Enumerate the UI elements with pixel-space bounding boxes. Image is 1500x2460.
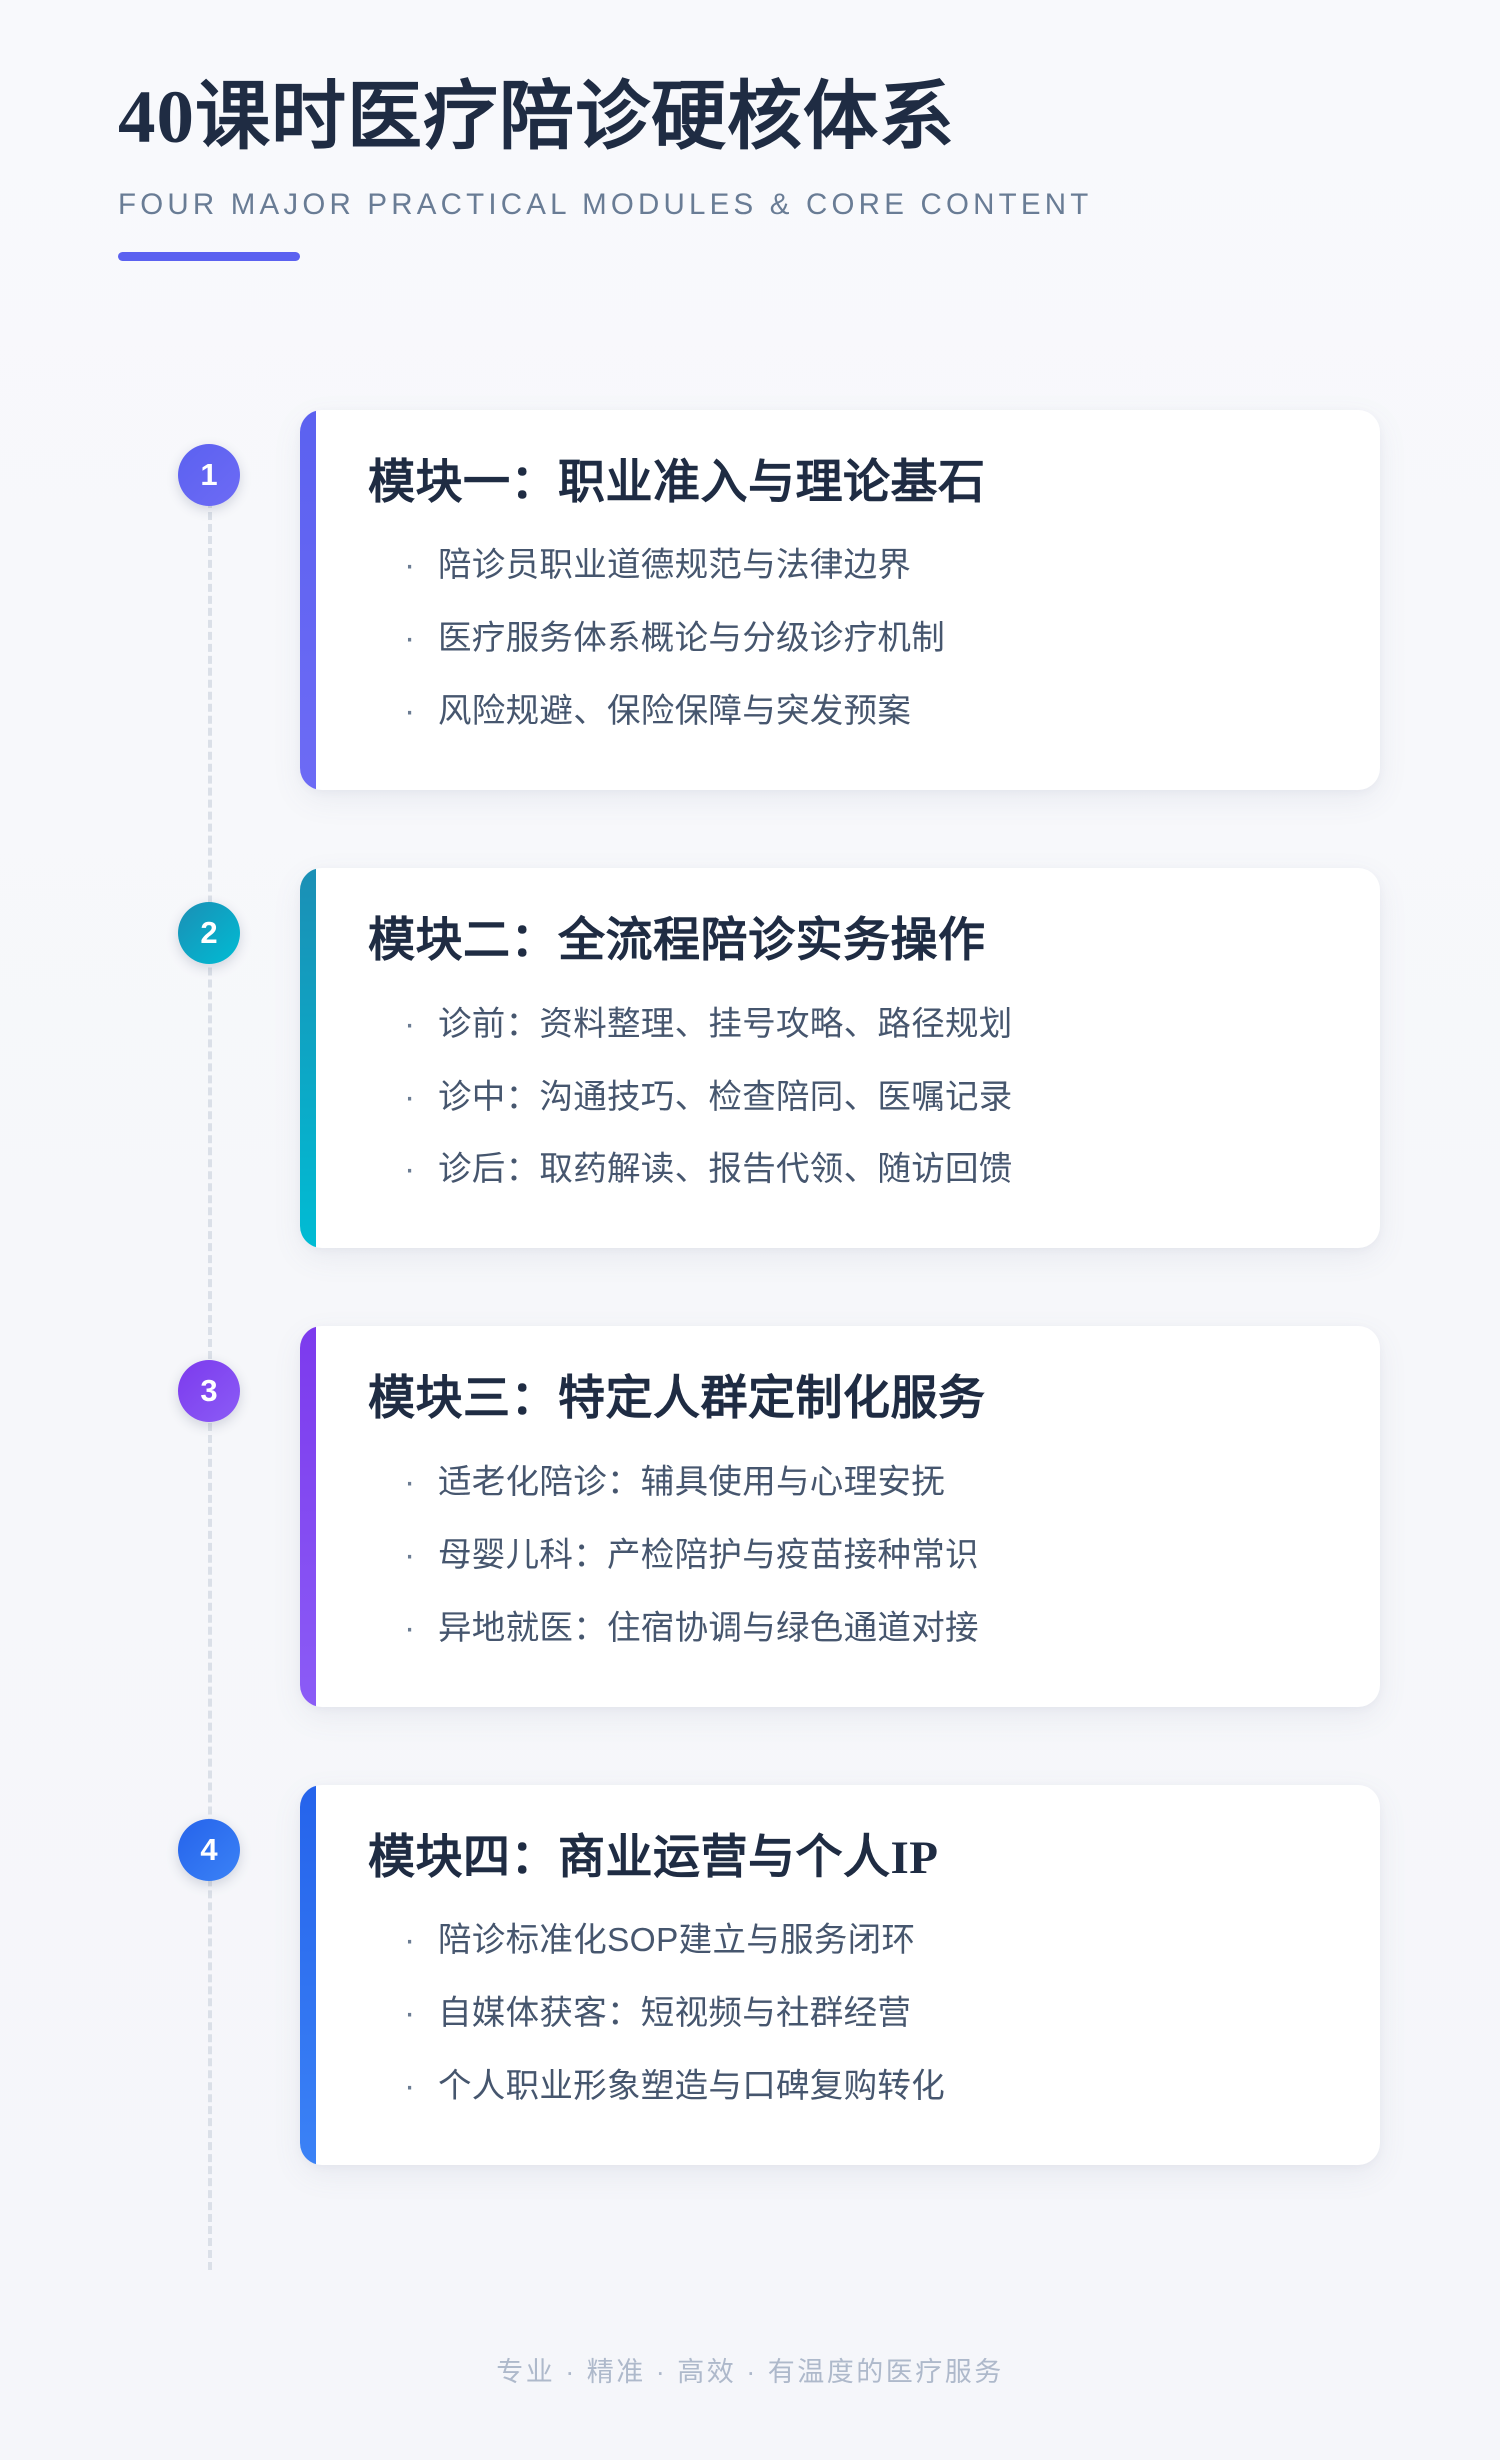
module-3: 3 模块三：特定人群定制化服务 · 适老化陪诊：辅具使用与心理安抚 · 母婴儿科：产检陪护… [0,1326,1500,1707]
module-topic-label: 诊后：取药解读、报告代领、随访回馈 [438,1151,1013,1189]
page-subtitle: FOUR MAJOR PRACTICAL MODULES & CORE CONT… [118,187,1093,221]
module-topic-item: · 诊后：取药解读、报告代领、随访回馈 [404,1145,1320,1196]
card-accent-bar [300,868,316,1249]
module-topic-label: 诊中：沟通技巧、检查陪同、医嘱记录 [438,1078,1013,1116]
module-topic-item: · 诊中：沟通技巧、检查陪同、医嘱记录 [404,1073,1320,1124]
module-number-label: 2 [200,915,218,951]
bullet-icon: · [404,1463,416,1501]
module-topic-item: · 诊前：资料整理、挂号攻略、路径规划 [404,1000,1320,1051]
bullet-icon: · [404,2067,416,2105]
module-card-title: 模块三：特定人群定制化服务 [368,1373,986,1426]
module-list: 1 模块一：职业准入与理论基石 · 陪诊员职业道德规范与法律边界 · 医疗服务体系概论与分… [0,410,1500,2243]
module-number-badge: 2 [178,902,240,965]
bullet-icon: · [404,1005,416,1043]
bullet-icon: · [404,1994,416,2032]
bullet-icon: · [404,620,416,658]
module-topic-label: 医疗服务体系概论与分级诊疗机制 [438,620,945,658]
module-topic-item: · 异地就医：住宿协调与绿色通道对接 [404,1604,1320,1655]
module-topic-item: · 医疗服务体系概论与分级诊疗机制 [404,614,1320,665]
module-1: 1 模块一：职业准入与理论基石 · 陪诊员职业道德规范与法律边界 · 医疗服务体系概论与分… [0,410,1500,791]
bullet-icon: · [404,547,416,585]
module-card-title: 模块四：商业运营与个人IP [368,1831,939,1884]
module-4: 4 模块四：商业运营与个人IP · 陪诊标准化SOP建立与服务闭环 · 自媒体获客：短视频… [0,1784,1500,2165]
module-topic-label: 适老化陪诊：辅具使用与心理安抚 [438,1463,945,1501]
module-topic-list: · 陪诊标准化SOP建立与服务闭环 · 自媒体获客：短视频与社群经营 · 个人职业形象塑造… [368,1916,1320,2113]
module-card[interactable]: 模块三：特定人群定制化服务 · 适老化陪诊：辅具使用与心理安抚 · 母婴儿科：产检陪护与… [300,1326,1380,1707]
module-card-title: 模块二：全流程陪诊实务操作 [368,915,986,968]
module-topic-label: 异地就医：住宿协调与绿色通道对接 [438,1609,979,1647]
accent-bar [118,251,300,261]
bullet-icon: · [404,1921,416,1959]
module-topic-label: 诊前：资料整理、挂号攻略、路径规划 [438,1005,1013,1043]
module-topic-item: · 适老化陪诊：辅具使用与心理安抚 [404,1458,1320,1509]
page-title: 40课时医疗陪诊硬核体系 [118,76,956,159]
module-card[interactable]: 模块四：商业运营与个人IP · 陪诊标准化SOP建立与服务闭环 · 自媒体获客：短视频与… [300,1784,1380,2165]
module-number-label: 1 [200,457,218,492]
bullet-icon: · [404,1151,416,1189]
module-topic-list: · 适老化陪诊：辅具使用与心理安抚 · 母婴儿科：产检陪护与疫苗接种常识 · 异地就医：住… [368,1458,1320,1655]
module-number-label: 3 [200,1373,218,1409]
bullet-icon: · [404,693,416,731]
bullet-icon: · [404,1078,416,1116]
module-topic-item: · 风险规避、保险保障与突发预案 [404,687,1320,738]
module-topic-item: · 母婴儿科：产检陪护与疫苗接种常识 [404,1531,1320,1582]
bullet-icon: · [404,1609,416,1647]
module-topic-label: 陪诊员职业道德规范与法律边界 [438,547,912,585]
footer-tagline: 专业 · 精准 · 高效 · 有温度的医疗服务 [496,2357,1004,2387]
module-card[interactable]: 模块二：全流程陪诊实务操作 · 诊前：资料整理、挂号攻略、路径规划 · 诊中：沟通技巧、… [300,868,1380,1249]
module-number-badge: 4 [178,1818,240,1881]
module-number-badge: 1 [178,444,240,506]
module-topic-item: · 陪诊标准化SOP建立与服务闭环 [404,1916,1320,1967]
card-accent-bar [300,1784,316,2165]
module-topic-item: · 个人职业形象塑造与口碑复购转化 [404,2062,1320,2113]
module-card-title: 模块一：职业准入与理论基石 [368,457,986,509]
bullet-icon: · [404,1536,416,1574]
header: 40课时医疗陪诊硬核体系 FOUR MAJOR PRACTICAL MODULE… [118,78,1418,261]
module-topic-list: · 诊前：资料整理、挂号攻略、路径规划 · 诊中：沟通技巧、检查陪同、医嘱记录 · 诊后：… [368,1000,1320,1197]
module-topic-label: 个人职业形象塑造与口碑复购转化 [438,2067,945,2105]
module-topic-label: 陪诊标准化SOP建立与服务闭环 [438,1921,916,1959]
module-number-badge: 3 [178,1360,240,1423]
module-topic-item: · 自媒体获客：短视频与社群经营 [404,1989,1320,2040]
module-topic-label: 母婴儿科：产检陪护与疫苗接种常识 [438,1536,979,1574]
module-topic-list: · 陪诊员职业道德规范与法律边界 · 医疗服务体系概论与分级诊疗机制 · 风险规避、保险保… [368,541,1320,738]
module-2: 2 模块二：全流程陪诊实务操作 · 诊前：资料整理、挂号攻略、路径规划 · 诊中：沟通技巧… [0,868,1500,1249]
module-topic-item: · 陪诊员职业道德规范与法律边界 [404,541,1320,592]
module-topic-label: 风险规避、保险保障与突发预案 [438,693,912,731]
module-topic-label: 自媒体获客：短视频与社群经营 [438,1994,912,2032]
card-accent-bar [300,410,316,791]
module-card[interactable]: 模块一：职业准入与理论基石 · 陪诊员职业道德规范与法律边界 · 医疗服务体系概论与分级… [300,410,1380,791]
module-number-label: 4 [200,1831,218,1867]
card-accent-bar [300,1326,316,1707]
